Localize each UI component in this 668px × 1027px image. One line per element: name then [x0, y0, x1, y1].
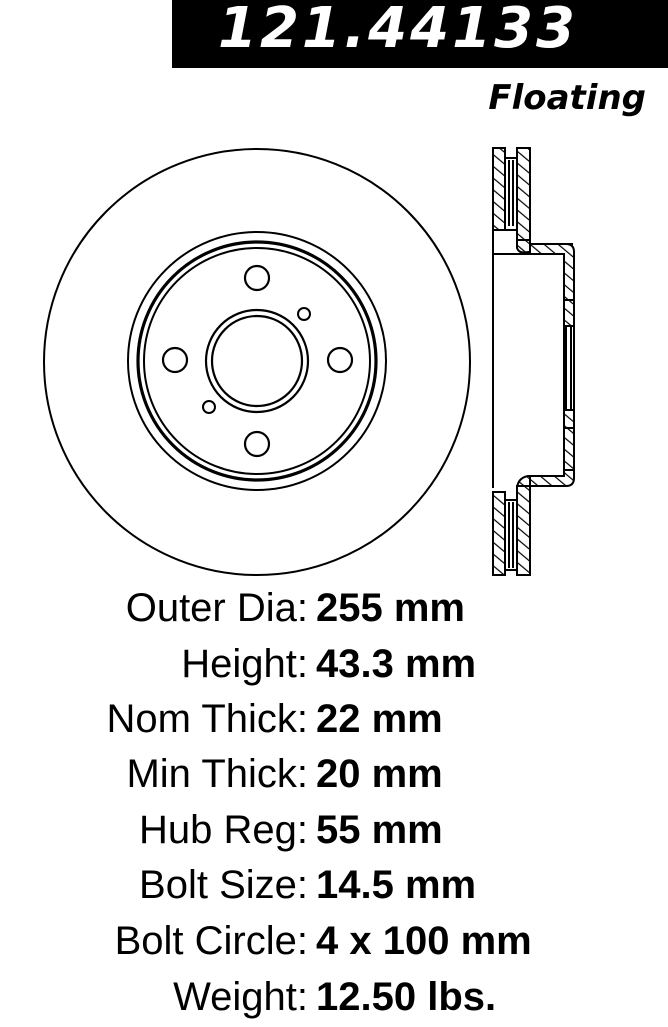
- hat-ring-3: [143, 247, 371, 475]
- spec-row-weight: Weight: 12.50 lbs.: [0, 971, 668, 1027]
- hub-bore-inner: [210, 314, 304, 408]
- spec-label: Outer Dia:: [125, 586, 308, 630]
- spec-value: 12.50 lbs.: [316, 975, 497, 1019]
- spec-label: Bolt Circle:: [114, 919, 308, 963]
- bolt-hole-left: [161, 346, 189, 374]
- bolt-hole-right: [326, 346, 354, 374]
- spec-label: Hub Reg:: [139, 808, 308, 852]
- spec-label: Weight:: [173, 975, 308, 1019]
- rotor-outer-edge: [43, 148, 471, 576]
- spec-value: 4 x 100 mm: [316, 919, 532, 963]
- hub-bore-outer: [204, 308, 310, 414]
- spec-label: Bolt Size:: [139, 863, 308, 907]
- spec-value: 20 mm: [316, 752, 443, 796]
- spec-label: Min Thick:: [126, 752, 308, 796]
- spec-value: 255 mm: [316, 586, 465, 630]
- bolt-hole-bottom: [243, 430, 271, 458]
- spec-row-nom-thick: Nom Thick: 22 mm: [0, 693, 668, 749]
- spec-row-bolt-circle: Bolt Circle: 4 x 100 mm: [0, 915, 668, 971]
- rotor-side-view: [492, 147, 575, 576]
- rotor-type-label: Floating: [488, 78, 646, 118]
- bolt-hole-top: [243, 264, 271, 292]
- spec-value: 14.5 mm: [316, 863, 477, 907]
- locator-hole-upper-right: [297, 307, 311, 321]
- spec-label: Nom Thick:: [106, 697, 308, 741]
- spec-row-height: Height: 43.3 mm: [0, 638, 668, 694]
- hat-outer-ring: [127, 231, 387, 491]
- spec-row-hub-reg: Hub Reg: 55 mm: [0, 804, 668, 860]
- hat-ring-2: [136, 240, 378, 482]
- spec-value: 43.3 mm: [316, 642, 477, 686]
- rotor-front-view: [43, 148, 471, 576]
- spec-label: Height:: [181, 642, 308, 686]
- spec-row-outer-dia: Outer Dia: 255 mm: [0, 582, 668, 638]
- rotor-drawing: [43, 147, 575, 576]
- spec-value: 22 mm: [316, 697, 443, 741]
- part-number: 121.44133: [218, 0, 578, 61]
- spec-row-min-thick: Min Thick: 20 mm: [0, 748, 668, 804]
- locator-hole-lower-left: [202, 400, 216, 414]
- spec-row-bolt-size: Bolt Size: 14.5 mm: [0, 859, 668, 915]
- spec-value: 55 mm: [316, 808, 443, 852]
- part-number-banner: [172, 0, 668, 68]
